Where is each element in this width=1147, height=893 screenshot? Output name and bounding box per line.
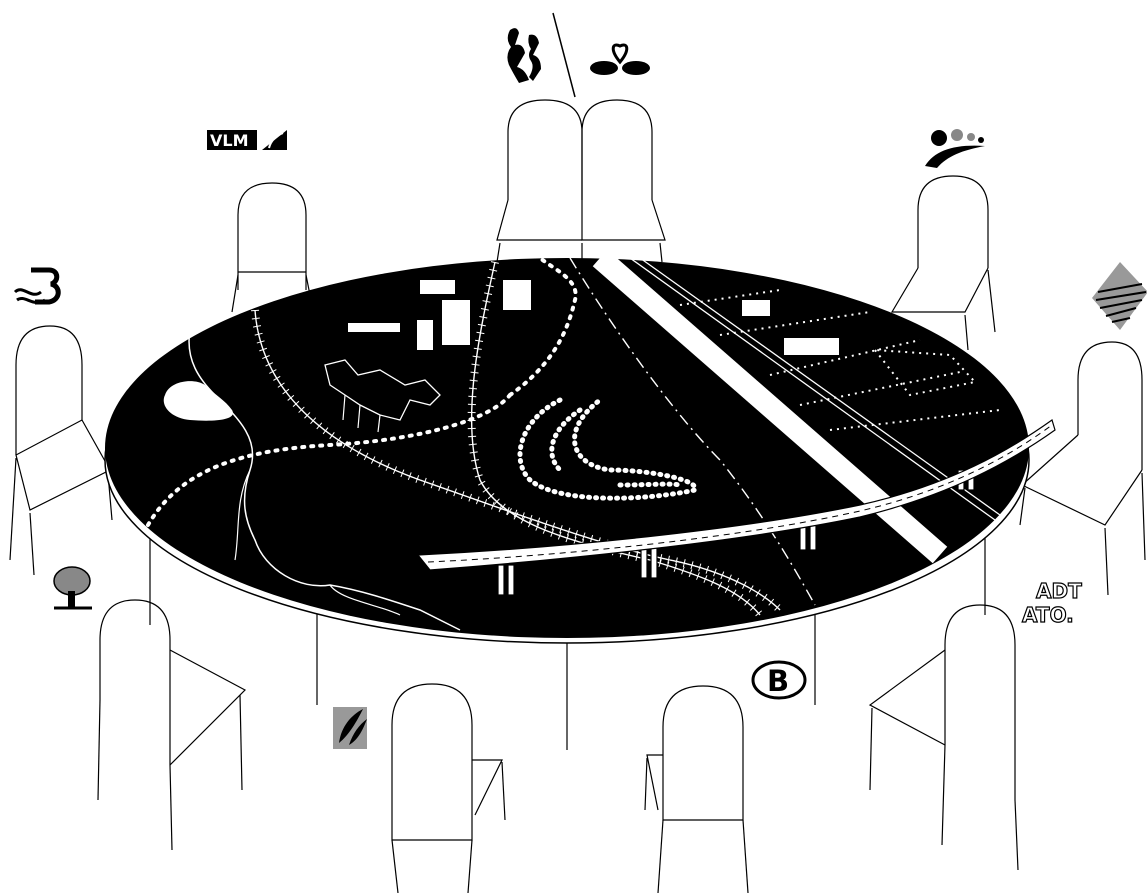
tree-logo	[54, 567, 92, 608]
chair-back-center-left	[497, 100, 582, 262]
chair-right	[1020, 342, 1145, 595]
chair-back-left	[232, 183, 312, 312]
flemish-lion-logo	[507, 13, 575, 97]
chair-back-center-right	[582, 100, 665, 262]
adt-ato-logo: ADT ATO.	[1022, 579, 1082, 627]
waterways-b-logo	[15, 270, 58, 303]
chair-front-right	[870, 605, 1018, 870]
nmbs-b-text: B	[767, 664, 789, 698]
people-dots-logo	[925, 129, 985, 168]
vlm-text: VLM	[210, 131, 249, 150]
chair-front-center-left	[392, 684, 505, 893]
nmbs-b-logo: B	[753, 662, 805, 698]
feather-leaves-logo	[333, 707, 367, 749]
chair-front-left	[98, 600, 245, 850]
round-table	[105, 258, 1029, 643]
ato-text: ATO.	[1022, 603, 1074, 627]
map-tabletop	[105, 258, 1029, 638]
striped-diamond-logo	[1092, 262, 1147, 330]
adt-text: ADT	[1036, 579, 1082, 603]
chair-left	[10, 326, 112, 575]
heart-leaves-logo	[590, 45, 650, 75]
chair-front-center-right	[645, 686, 748, 893]
vlm-leaf-logo: VLM	[207, 130, 287, 150]
